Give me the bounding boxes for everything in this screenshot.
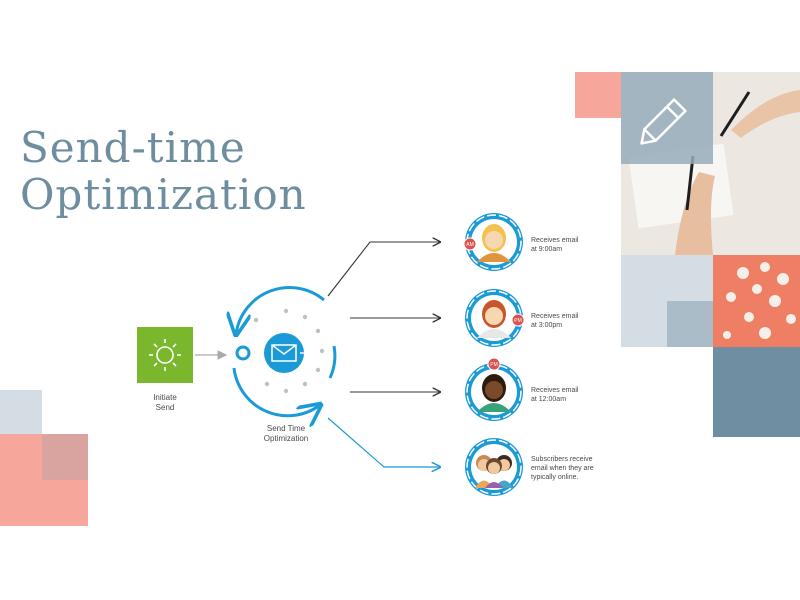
recipient-label-3: Receives email at 12:00am: [531, 387, 579, 403]
recipient-avatar-3: PM: [465, 357, 523, 421]
person-shirt: [477, 329, 511, 338]
envelope-icon: [271, 344, 297, 362]
right-slate-small: [667, 301, 713, 347]
initiate-send-node: [137, 327, 193, 383]
left-light-block: [0, 390, 42, 434]
pencil-icon: [640, 98, 687, 145]
recipient-avatar-1: AM: [463, 213, 523, 271]
subscriber-person-3: [485, 458, 503, 488]
paper-balls-art: [723, 262, 796, 339]
initiate-send-label: Initiate Send: [153, 393, 177, 412]
person-shirt: [477, 403, 511, 412]
hub-label: Send Time Optimization: [263, 424, 309, 443]
send-time-optimization-hub: [234, 286, 337, 416]
left-mauve-block: [42, 434, 88, 480]
time-badge: PM: [487, 357, 501, 371]
right-coral-square: [575, 72, 621, 118]
time-badge: AM: [463, 237, 477, 251]
recipient-label-4: Subscribers receive email when they are …: [531, 456, 594, 481]
time-badge-text: PM: [514, 318, 522, 324]
writing-photo-art: [628, 90, 800, 255]
right-slate-block: [713, 347, 800, 437]
person-shirt: [477, 253, 511, 262]
pencil-overlay-square: [621, 72, 713, 164]
recipient-label-2: Receives email at 3:00pm: [531, 313, 579, 329]
slide-title: Send-time Optimization: [20, 124, 307, 218]
connector-arrows: [327, 242, 440, 467]
recipients: AM PM PM: [463, 213, 525, 496]
person-face: [485, 307, 503, 325]
recipient-label-1: Receives email at 9:00am: [531, 237, 579, 253]
time-badge: PM: [511, 313, 525, 327]
time-badge-text: PM: [490, 362, 498, 368]
recipient-avatar-4: [465, 438, 523, 496]
time-badge-text: AM: [466, 242, 474, 248]
recipient-avatar-2: PM: [465, 289, 525, 347]
paper-balls-photo: [713, 255, 800, 347]
person-face: [485, 231, 503, 249]
person-face: [485, 381, 503, 399]
sun-icon: [149, 339, 181, 371]
title-line-2: Optimization: [20, 170, 307, 219]
title-line-1: Send-time: [20, 123, 246, 172]
